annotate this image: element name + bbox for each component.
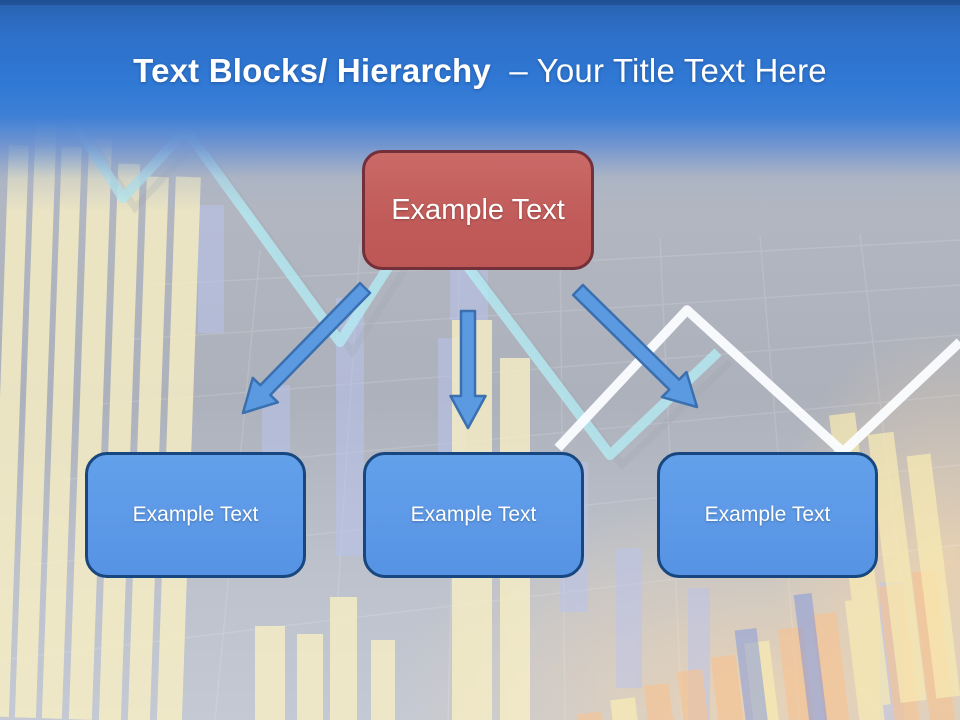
down-arrow-right xyxy=(571,283,699,409)
title-regular-text: – Your Title Text Here xyxy=(509,52,827,89)
top-edge-strip xyxy=(0,0,960,5)
root-node-label: Example Text xyxy=(391,193,565,226)
page-title: Text Blocks/ Hierarchy – Your Title Text… xyxy=(0,52,960,90)
white-zigzag-line xyxy=(554,305,960,457)
down-arrow-left xyxy=(241,281,372,415)
root-node[interactable]: Example Text xyxy=(362,150,594,270)
child-node-2[interactable]: Example Text xyxy=(363,452,584,578)
title-bold-text: Text Blocks/ Hierarchy xyxy=(133,52,491,89)
down-arrow-center xyxy=(449,309,487,430)
cream-bars-left xyxy=(0,122,201,720)
child-node-3-label: Example Text xyxy=(704,503,831,526)
child-node-1[interactable]: Example Text xyxy=(85,452,306,578)
child-node-3[interactable]: Example Text xyxy=(657,452,878,578)
child-node-1-label: Example Text xyxy=(132,503,259,526)
child-node-2-label: Example Text xyxy=(410,503,537,526)
